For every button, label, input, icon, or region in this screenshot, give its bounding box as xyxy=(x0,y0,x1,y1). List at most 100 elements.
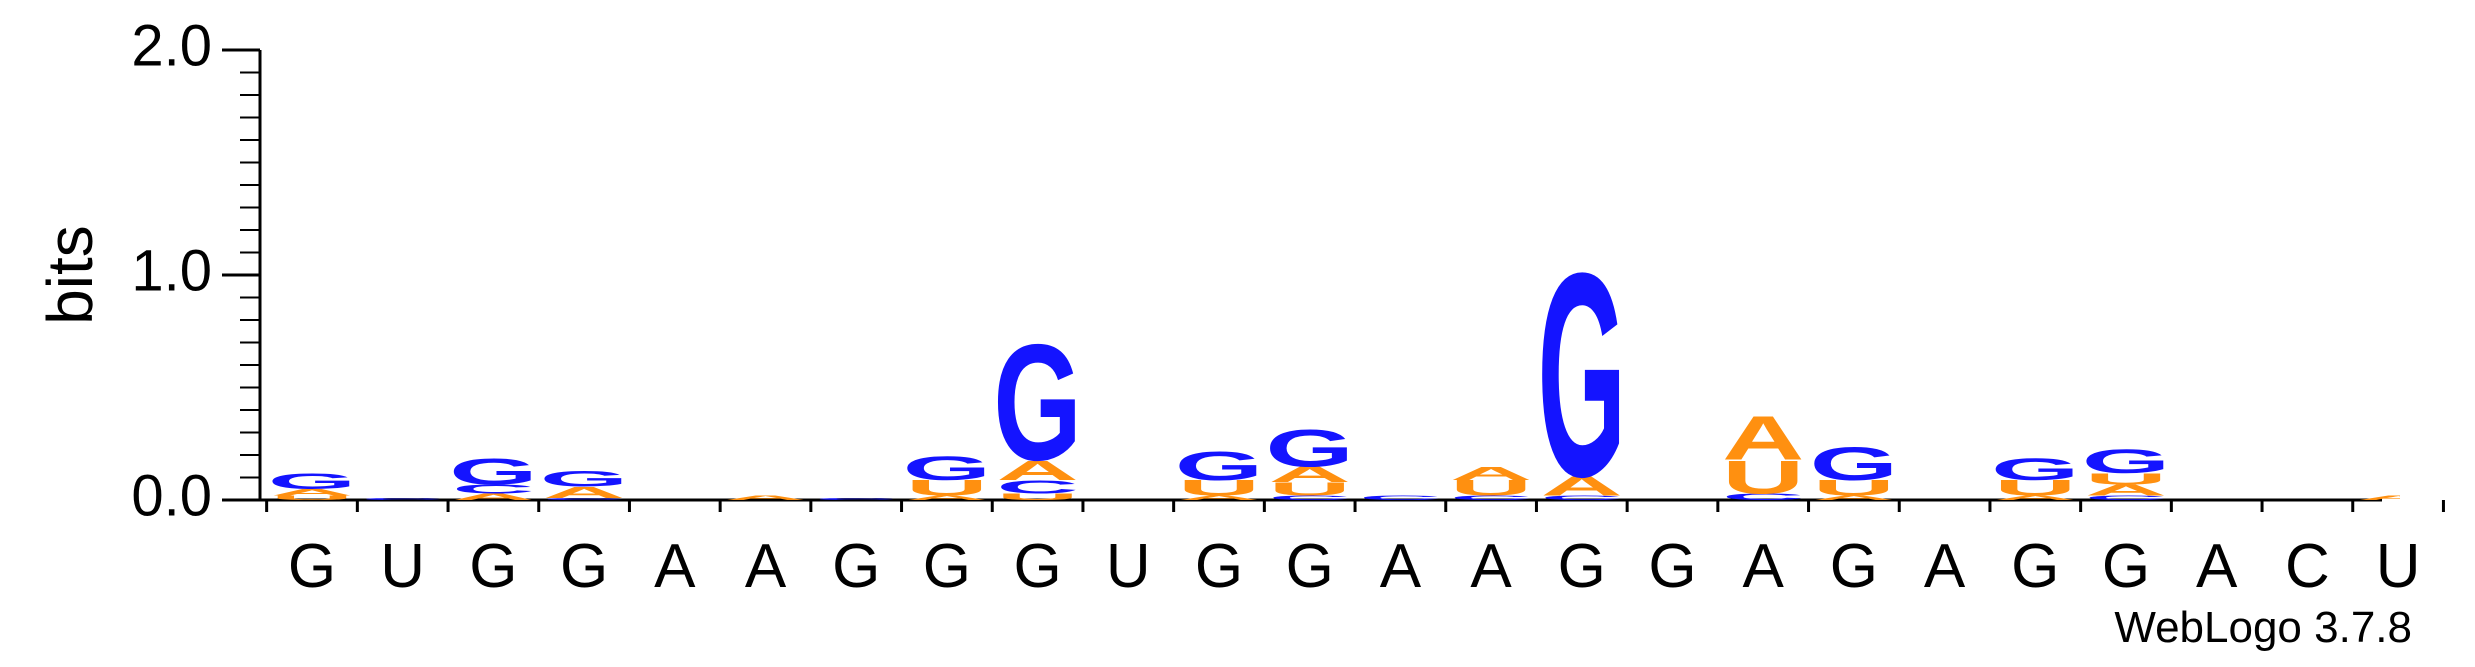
x-tick-label: G xyxy=(1013,532,1061,601)
logo-letter-glyph: C xyxy=(815,497,897,500)
logo-letter-C: C xyxy=(1269,494,1351,501)
logo-letter-A: A xyxy=(1813,494,1895,501)
logo-letter-G: G xyxy=(1265,418,1354,477)
logo-letter-glyph: C xyxy=(2085,494,2167,501)
y-minor-ticks xyxy=(240,71,260,479)
logo-letter-glyph: G xyxy=(2082,442,2171,480)
logo-letter-glyph: A xyxy=(1178,494,1260,501)
logo-letter-C: C xyxy=(996,476,1078,497)
x-tick-label: G xyxy=(2011,532,2059,601)
logo-letter-glyph: C xyxy=(1541,494,1623,501)
logo-letter-A: A xyxy=(1178,494,1260,501)
x-tick-label: G xyxy=(469,532,517,601)
x-tick-label: A xyxy=(654,532,696,601)
logo-letter-G: G xyxy=(2082,442,2171,480)
weblogo-credit: WebLogo 3.7.8 xyxy=(2114,603,2412,652)
x-tick-label: G xyxy=(288,532,336,601)
x-tick-label: G xyxy=(1195,532,1243,601)
logo-letter-U: U xyxy=(271,494,353,501)
logo-letter-glyph: A xyxy=(1813,494,1895,501)
logo-letter-glyph: U xyxy=(271,494,353,501)
logo-letter-glyph: C xyxy=(1722,492,1804,502)
logo-letter-A: A xyxy=(271,487,353,497)
logo-letter-glyph: A xyxy=(1722,404,1804,473)
logo-letter-A: A xyxy=(724,494,806,501)
logo-letter-U: U xyxy=(1813,476,1895,500)
logo-letter-glyph: U xyxy=(2085,470,2167,487)
logo-letter-glyph: C xyxy=(1269,494,1351,501)
y-tick-label: 1.0 xyxy=(131,238,212,303)
y-tick-1: 1.0 xyxy=(131,238,260,303)
logo-letter-glyph: C xyxy=(996,476,1078,497)
x-tick-label: G xyxy=(1286,532,1334,601)
logo-letter-glyph: A xyxy=(1994,494,2076,501)
logo-letter-glyph: G xyxy=(268,469,357,493)
logo-letter-G: G xyxy=(449,450,538,492)
logo-letter-glyph: C xyxy=(1450,494,1532,501)
logo-letter-U: U xyxy=(996,492,1078,502)
logo-letter-C: C xyxy=(1722,492,1804,502)
logo-letter-C: C xyxy=(815,497,897,500)
x-tick-label: A xyxy=(1470,532,1512,601)
logo-letter-glyph: U xyxy=(1994,476,2076,500)
logo-letter-G: G xyxy=(1991,451,2080,486)
logo-letter-glyph: U xyxy=(996,492,1078,502)
y-tick-label: 0.0 xyxy=(131,463,212,528)
logo-letter-G: G xyxy=(1538,212,1627,537)
logo-letter-A: A xyxy=(452,492,534,502)
logo-letter-C: C xyxy=(362,497,444,500)
logo-letter-glyph: G xyxy=(993,310,1082,495)
logo-letter-glyph: G xyxy=(1265,418,1354,477)
logo-letter-A: A xyxy=(1450,463,1532,484)
logo-letter-A: A xyxy=(543,484,625,500)
logo-letter-A: A xyxy=(1269,463,1351,487)
logo-letter-U: U xyxy=(906,476,988,500)
x-tick-label: G xyxy=(560,532,608,601)
logo-letter-glyph: A xyxy=(724,494,806,501)
logo-letter-G: G xyxy=(540,467,629,491)
logo-letter-C: C xyxy=(452,482,534,496)
logo-letter-glyph: G xyxy=(540,467,629,491)
logo-letter-C: C xyxy=(1450,494,1532,501)
x-tick-label: A xyxy=(2196,532,2238,601)
logo-letter-U: U xyxy=(1269,479,1351,500)
logo-letter-A: A xyxy=(1541,470,1623,500)
y-tick-0: 0.0 xyxy=(131,463,260,528)
y-tick-2: 2.0 xyxy=(131,13,260,78)
logo-letter-A: A xyxy=(996,454,1078,486)
logo-letter-glyph: U xyxy=(1813,476,1895,500)
x-tick-label: A xyxy=(1924,532,1966,601)
logo-letter-G: G xyxy=(1810,438,1899,490)
x-tick-label: G xyxy=(2102,532,2150,601)
x-tick-label: G xyxy=(832,532,880,601)
logo-letter-C: C xyxy=(1359,494,1441,500)
logo-letter-glyph: A xyxy=(271,487,353,497)
logo-letter-G: G xyxy=(903,449,992,487)
logo-letter-A: A xyxy=(2085,481,2167,498)
logo-letter-glyph: U xyxy=(1722,451,1804,503)
logo-letter-glyph: G xyxy=(1175,444,1264,489)
logo-letter-U: U xyxy=(1178,476,1260,500)
logo-letter-glyph: U xyxy=(1269,479,1351,500)
x-tick-label: C xyxy=(2285,532,2330,601)
x-tick-label: A xyxy=(745,532,787,601)
logo-letter-U: U xyxy=(1722,451,1804,503)
logo-letter-glyph: A xyxy=(1269,463,1351,487)
logo-letter-glyph: G xyxy=(449,450,538,492)
logo-letter-glyph: G xyxy=(903,449,992,487)
logo-letter-A: A xyxy=(906,494,988,500)
x-ticks xyxy=(265,500,2445,512)
logo-letter-U: U xyxy=(1994,476,2076,500)
logo-letter-C: C xyxy=(543,497,625,500)
logo-letter-U: U xyxy=(1450,476,1532,500)
logo-letter-A: A xyxy=(2357,494,2439,501)
logo-letter-C: C xyxy=(1541,494,1623,501)
x-tick-label: G xyxy=(1558,532,1606,601)
logo-letter-A: A xyxy=(1722,404,1804,473)
logo-letter-G: G xyxy=(1175,444,1264,489)
logo-letter-glyph: A xyxy=(1450,463,1532,484)
logo-letter-glyph: G xyxy=(1810,438,1899,490)
logo-letter-glyph: A xyxy=(2357,494,2439,501)
logo-letter-glyph: G xyxy=(1538,212,1627,537)
logo-letter-glyph: A xyxy=(452,492,534,502)
